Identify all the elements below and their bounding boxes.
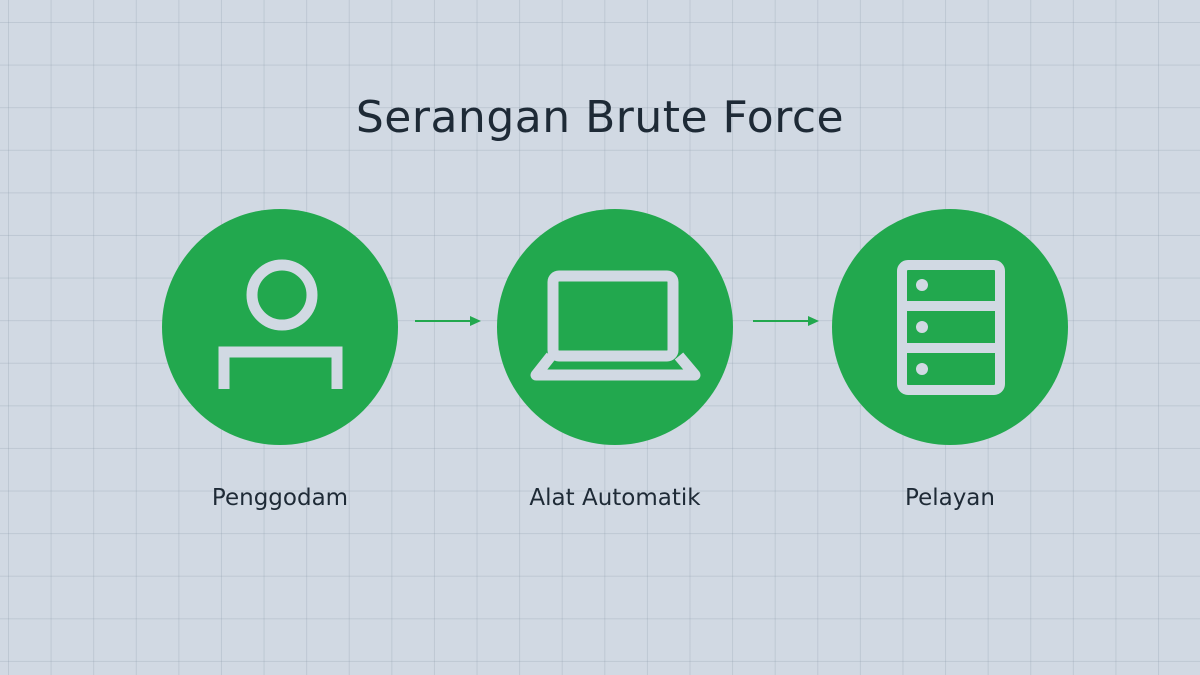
node-automated-tool bbox=[497, 209, 733, 445]
arrow-2 bbox=[753, 316, 819, 326]
label-server: Pelayan bbox=[905, 485, 995, 511]
laptop-icon bbox=[530, 270, 701, 381]
server-icon bbox=[897, 260, 1005, 395]
node-server bbox=[832, 209, 1068, 445]
arrow-1 bbox=[415, 316, 481, 326]
label-attacker: Penggodam bbox=[211, 485, 349, 511]
label-automated-tool: Alat Automatik bbox=[529, 485, 701, 511]
user-icon bbox=[218, 259, 343, 389]
diagram-title: Serangan Brute Force bbox=[355, 92, 845, 143]
node-attacker bbox=[162, 209, 398, 445]
